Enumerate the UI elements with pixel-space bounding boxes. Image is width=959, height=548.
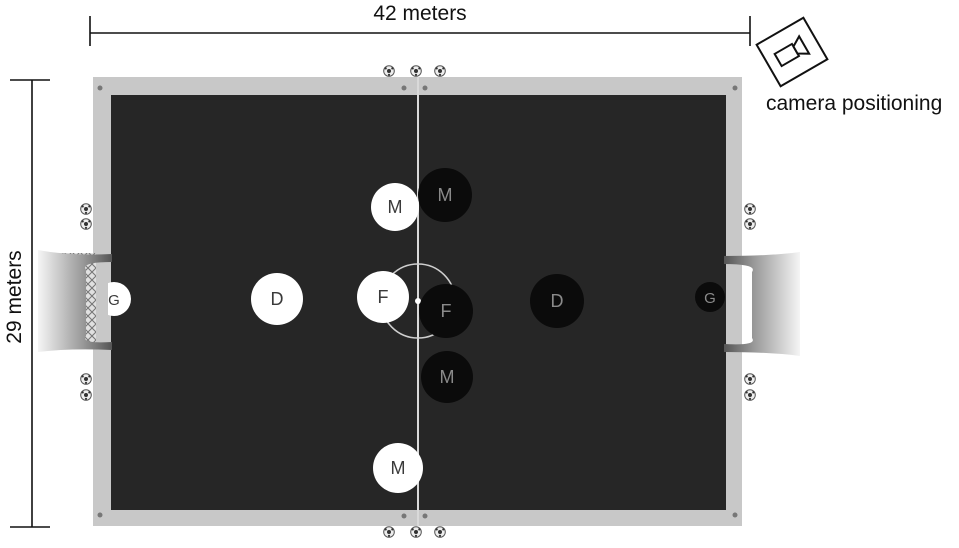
soccer-ball-icon — [80, 373, 92, 385]
width-label: 42 meters — [373, 2, 467, 25]
soccer-ball-icon — [383, 526, 395, 538]
player-black-g: G — [695, 282, 725, 312]
player-marker — [695, 282, 725, 312]
player-role-label: M — [391, 458, 406, 478]
soccer-ball-icon — [434, 65, 446, 77]
soccer-ball-icon — [410, 65, 422, 77]
width-dimension-line — [89, 16, 751, 46]
center-spot — [415, 298, 421, 304]
player-role-label: F — [441, 301, 452, 321]
soccer-ball-icon — [80, 389, 92, 401]
players-layer: G D M F M M F M D G — [108, 168, 725, 493]
soccer-ball-icon — [744, 373, 756, 385]
player-marker — [373, 443, 423, 493]
player-marker — [418, 168, 472, 222]
player-white-m: M — [371, 183, 419, 231]
player-marker — [421, 351, 473, 403]
player-role-label: D — [271, 289, 284, 309]
player-white-m: M — [373, 443, 423, 493]
player-marker — [357, 271, 409, 323]
camera-icon — [755, 16, 829, 88]
soccer-ball-icon — [744, 203, 756, 215]
player-role-label: M — [388, 197, 403, 217]
player-white-f: F — [357, 271, 409, 323]
soccer-ball-icon — [80, 218, 92, 230]
soccer-ball-icon — [410, 526, 422, 538]
player-marker — [419, 284, 473, 338]
player-role-label: G — [704, 290, 716, 307]
player-white-g: G — [108, 282, 131, 316]
player-role-label: D — [551, 291, 564, 311]
goal-left — [38, 250, 112, 352]
goal-right — [724, 252, 800, 356]
player-black-m: M — [418, 168, 472, 222]
camera-label: camera positioning — [766, 92, 943, 115]
player-marker — [108, 282, 131, 316]
player-role-label: G — [108, 292, 120, 309]
player-role-label: F — [378, 287, 389, 307]
player-marker — [251, 273, 303, 325]
player-marker — [371, 183, 419, 231]
soccer-ball-icon — [80, 203, 92, 215]
height-label: 29 meters — [3, 250, 26, 344]
player-black-m: M — [421, 351, 473, 403]
player-role-label: M — [438, 185, 453, 205]
player-black-d: D — [530, 274, 584, 328]
soccer-ball-icon — [744, 218, 756, 230]
soccer-ball-icon — [383, 65, 395, 77]
height-dimension-line — [10, 79, 50, 528]
soccer-ball-icon — [434, 526, 446, 538]
soccer-ball-icon — [744, 389, 756, 401]
player-white-d: D — [251, 273, 303, 325]
player-black-f: F — [419, 284, 473, 338]
player-role-label: M — [440, 367, 455, 387]
player-marker — [530, 274, 584, 328]
corner-marks — [97, 85, 738, 519]
